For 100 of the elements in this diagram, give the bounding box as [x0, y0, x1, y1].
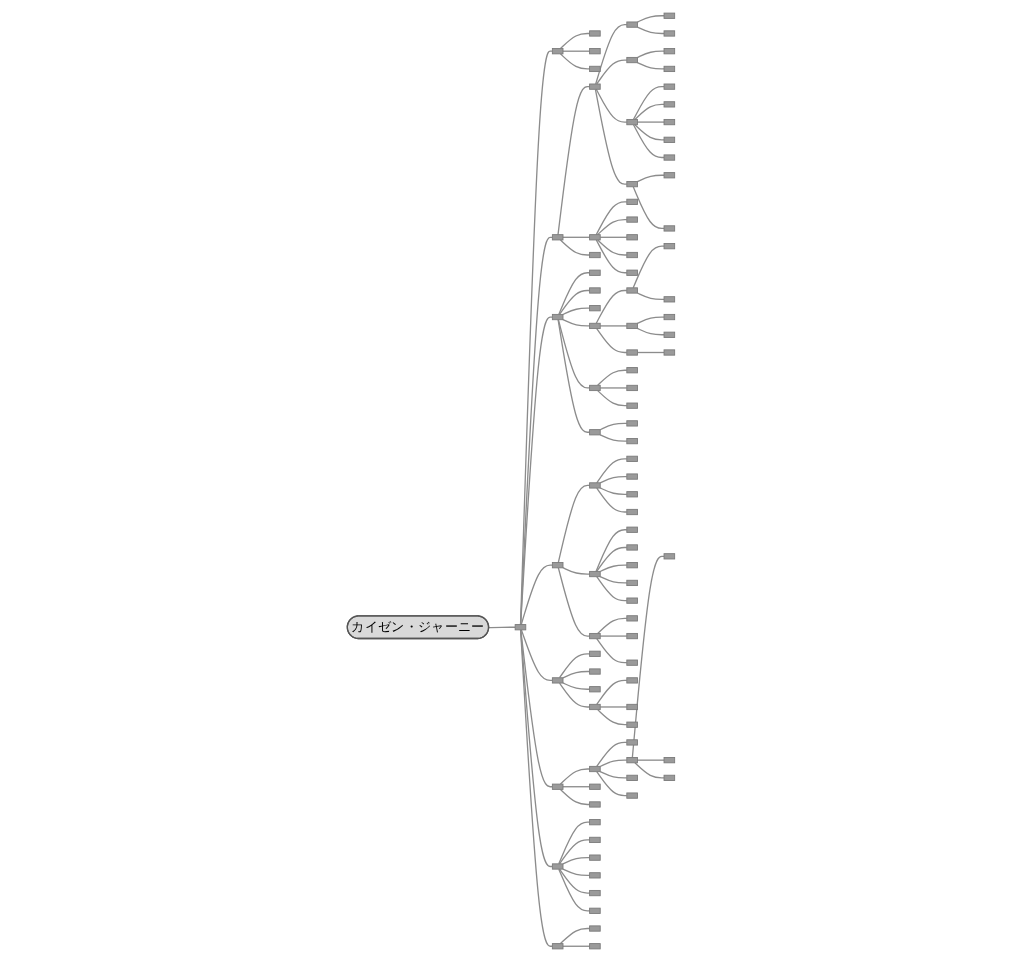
connector [596, 679, 628, 705]
connector [599, 635, 628, 637]
connector [596, 576, 628, 602]
node-bar [626, 579, 638, 586]
connector [557, 319, 591, 389]
node-bar [551, 677, 564, 684]
node-bar [589, 801, 601, 808]
node-bar [551, 234, 564, 241]
connector [558, 272, 591, 316]
connector [559, 768, 591, 785]
node-bar [626, 438, 638, 445]
node-bar [589, 287, 601, 294]
connector [599, 236, 628, 238]
node-bar [551, 48, 564, 55]
node-bar [589, 234, 601, 241]
node-bar [626, 119, 638, 126]
node-bar [626, 181, 638, 188]
node-bar [589, 48, 601, 55]
connector [636, 351, 665, 354]
node-bar [589, 384, 601, 392]
node-bar [589, 907, 601, 914]
node-bar [626, 544, 638, 551]
connector [557, 484, 591, 564]
connector [596, 546, 628, 573]
connector [519, 236, 554, 626]
node-bar [626, 526, 638, 533]
node-bar [589, 872, 601, 879]
connector [562, 236, 591, 238]
connector [632, 245, 665, 289]
connector [557, 319, 591, 433]
node-bar [589, 251, 601, 259]
node-bar [663, 172, 676, 179]
connector [562, 856, 591, 865]
node-bar [589, 429, 601, 436]
connector [520, 629, 554, 682]
connector [599, 325, 628, 327]
node-bar [589, 305, 601, 312]
node-bar [626, 757, 638, 764]
connector [632, 85, 665, 121]
connector [562, 567, 591, 575]
node-bar [626, 508, 638, 516]
connector [596, 59, 628, 85]
connector [594, 88, 628, 185]
node-bar [514, 624, 527, 631]
node-bar [589, 889, 601, 897]
node-bar [626, 597, 638, 604]
node-bar [626, 234, 638, 241]
connector [599, 706, 628, 708]
node-bar [663, 349, 676, 356]
connector [562, 307, 591, 316]
node-bar [551, 313, 564, 321]
node-bar [663, 154, 676, 161]
connector [597, 218, 628, 236]
connector [632, 124, 665, 159]
connector [636, 327, 665, 336]
connector [636, 61, 665, 70]
connector [599, 575, 628, 584]
connector [634, 124, 665, 141]
connector [597, 239, 628, 256]
node-bar [589, 854, 601, 861]
connector [597, 708, 628, 726]
node-bar [626, 269, 638, 276]
connector [595, 289, 628, 324]
connector [562, 318, 591, 327]
node-bar [589, 570, 601, 578]
node-bar [589, 83, 601, 90]
node-bar [663, 296, 676, 303]
node-bar [626, 774, 638, 781]
connector [519, 316, 554, 626]
node-bar [626, 349, 638, 356]
connector [634, 762, 665, 779]
connector [520, 564, 554, 626]
connector [595, 201, 628, 236]
node-bar [626, 633, 638, 640]
node-bar [626, 21, 638, 28]
connector [634, 103, 665, 121]
node-bar [663, 83, 676, 90]
connector [562, 868, 591, 877]
node-bar [663, 225, 676, 232]
connector [595, 23, 628, 85]
connector [595, 529, 628, 573]
node-bar [663, 757, 676, 764]
node-bar [626, 455, 638, 462]
node-bar [626, 739, 638, 746]
node-bar [589, 668, 601, 675]
connector [599, 487, 628, 495]
connector [636, 174, 665, 183]
connector [520, 629, 554, 868]
node-bar [626, 287, 638, 294]
node-bar [589, 65, 601, 73]
node-bar [626, 251, 638, 259]
node-bar [663, 553, 676, 560]
connector [599, 475, 628, 484]
connector [636, 759, 665, 761]
connector [559, 239, 591, 256]
node-bar [589, 925, 601, 932]
node-bar [626, 420, 638, 427]
node-bar [663, 331, 676, 338]
connector [596, 638, 628, 664]
connector [636, 316, 665, 325]
